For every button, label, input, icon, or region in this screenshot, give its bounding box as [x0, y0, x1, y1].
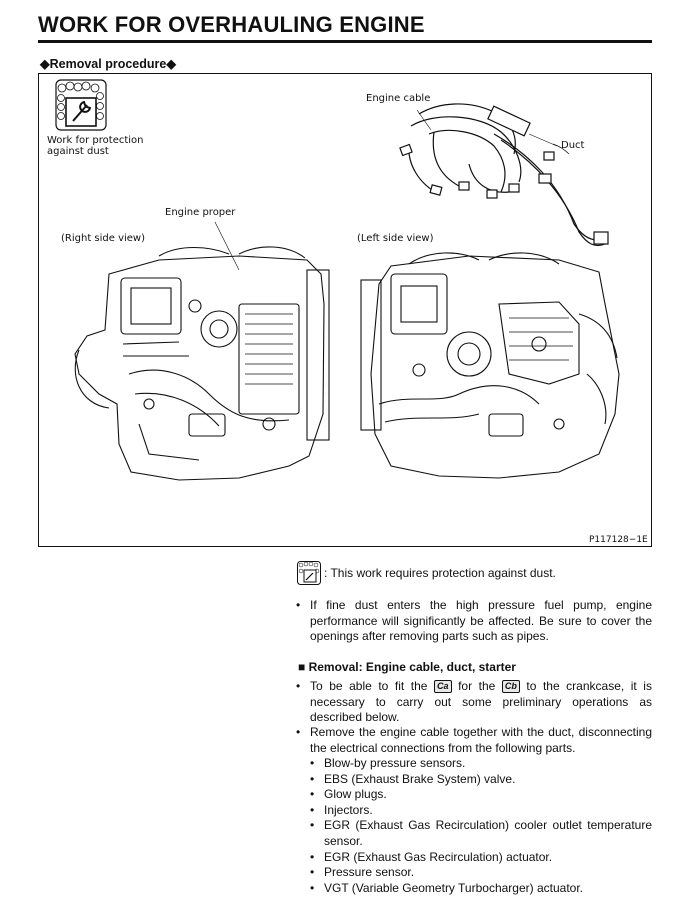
- duct-label: Duct: [561, 140, 585, 151]
- right-side-view-label: (Right side view): [61, 233, 146, 244]
- left-side-engine-illustration: [360, 252, 620, 479]
- list-item: Glow plugs.: [310, 787, 652, 803]
- preliminary-paragraph: • To be able to fit the Ca for the Cb to…: [296, 679, 652, 726]
- bullet: •: [296, 725, 301, 739]
- procedure-subtitle: ◆Removal procedure◆: [40, 57, 176, 71]
- engine-cable-label: Engine cable: [366, 93, 431, 104]
- preliminary-text-b: for the: [458, 679, 496, 693]
- list-item: Pressure sensor.: [310, 865, 652, 881]
- dust-note: : This work requires protection against …: [324, 566, 556, 580]
- tool-ca-icon: Ca: [434, 680, 452, 693]
- dust-icon-label-line1: Work for protection: [47, 135, 144, 146]
- dust-protection-small-icon: [297, 561, 321, 585]
- dust-warning-paragraph: • If fine dust enters the high pressure …: [296, 598, 652, 645]
- list-item: Injectors.: [310, 803, 652, 819]
- remove-cable-text: Remove the engine cable together with th…: [310, 725, 652, 755]
- list-item: Blow-by pressure sensors.: [310, 756, 652, 772]
- engine-illustration: [55, 79, 620, 481]
- engine-proper-label: Engine proper: [165, 207, 236, 218]
- engine-figure: Work for protection against dust Engine …: [38, 73, 652, 547]
- figure-code: P117128−1E: [589, 535, 648, 545]
- bullet: •: [296, 598, 301, 612]
- preliminary-text: To be able to fit the Ca for the Cb to t…: [310, 679, 652, 726]
- dust-protection-icon: [55, 79, 107, 131]
- dust-icon-label-line2: against dust: [47, 146, 109, 157]
- list-item: EGR (Exhaust Gas Recirculation) actuator…: [310, 850, 652, 866]
- title-rule: [38, 40, 652, 43]
- list-item: EGR (Exhaust Gas Recirculation) cooler o…: [310, 818, 652, 849]
- engine-cable-leader: [416, 109, 432, 131]
- section-heading: ■ Removal: Engine cable, duct, starter: [298, 660, 516, 674]
- page-title: WORK FOR OVERHAULING ENGINE: [38, 12, 425, 37]
- remove-cable-paragraph: • Remove the engine cable together with …: [296, 725, 652, 756]
- disconnect-parts-list: Blow-by pressure sensors. EBS (Exhaust B…: [310, 756, 652, 896]
- list-item: VGT (Variable Geometry Turbocharger) act…: [310, 881, 652, 897]
- right-side-engine-illustration: [74, 246, 330, 481]
- duct-leader: [528, 133, 558, 147]
- left-side-view-label: (Left side view): [357, 233, 434, 244]
- engine-proper-leader: [214, 221, 240, 271]
- bullet: •: [296, 679, 301, 693]
- preliminary-text-c: to the crankcase, it is necessary to car…: [310, 679, 652, 725]
- list-item: EBS (Exhaust Brake System) valve.: [310, 772, 652, 788]
- engine-cable-duct-illustration: [399, 103, 609, 247]
- dust-warning-text: If fine dust enters the high pressure fu…: [310, 598, 652, 644]
- tool-cb-icon: Cb: [501, 680, 520, 693]
- preliminary-text-a: To be able to fit the: [310, 679, 428, 693]
